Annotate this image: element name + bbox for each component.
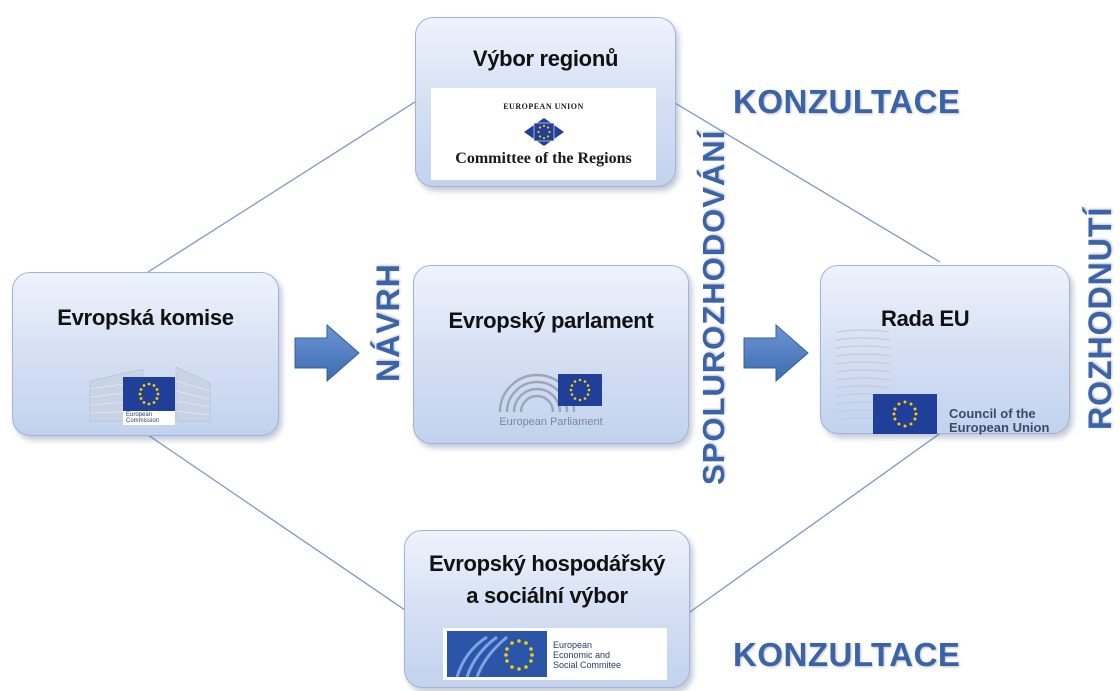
- line-regions-council: [669, 99, 941, 263]
- regions-logo-bottom-text: Committee of the Regions: [455, 150, 632, 167]
- ecosoc-emblem-icon: [447, 631, 547, 677]
- commission-logo-text-1: European: [126, 412, 153, 418]
- navrh-label: NÁVRH: [370, 263, 406, 382]
- ecosoc-box: Evropský hospodářský a sociální výbor Eu…: [404, 530, 690, 688]
- commission-title: Evropská komise: [57, 305, 234, 330]
- parliament-box: Evropský parlament European Parliament: [413, 265, 689, 444]
- rozhodnuti-label: ROZHODNUTÍ: [1082, 206, 1118, 430]
- line-ecosoc-council: [689, 431, 943, 613]
- council-logo-text-2: European Union: [949, 420, 1050, 435]
- eu-flag-icon: [873, 394, 937, 434]
- council-title: Rada EU: [881, 306, 970, 331]
- ecosoc-logo: European Economic and Social Commitee: [443, 628, 667, 680]
- council-building-icon: [835, 329, 891, 421]
- ecosoc-logo-text-1: European: [553, 640, 593, 650]
- parliament-logo-text: European Parliament: [499, 416, 603, 428]
- commission-logo: European Commission: [88, 361, 213, 425]
- eu-flag-icon: [524, 118, 564, 146]
- konzultace-top-label: KONZULTACE: [733, 83, 961, 120]
- ecosoc-title-2: a sociální výbor: [466, 583, 628, 608]
- commission-box: Evropská komise European Commission: [12, 272, 279, 436]
- line-commission-regions: [147, 99, 419, 273]
- arrow-right-icon: [294, 323, 360, 383]
- eu-flag-icon: [558, 374, 602, 406]
- ecosoc-title-1: Evropský hospodářský: [428, 551, 666, 576]
- parliament-title: Evropský parlament: [448, 308, 654, 333]
- regions-logo-top-text: EUROPEAN UNION: [503, 102, 584, 111]
- arrow-right-icon: [743, 323, 809, 383]
- regions-committee-logo: EUROPEAN UNION Committee of the Regions: [431, 88, 656, 180]
- council-box: Rada EU Council of the European Union: [820, 265, 1070, 435]
- spolurozhodovani-label: SPOLUROZHODOVÁNÍ: [696, 129, 731, 485]
- commission-logo-label: European Commission: [123, 411, 175, 425]
- commission-logo-text-2: Commission: [126, 418, 160, 424]
- ecosoc-logo-text-3: Social Commitee: [553, 660, 622, 670]
- ecosoc-logo-text-2: Economic and: [553, 650, 611, 660]
- konzultace-bottom-label: KONZULTACE: [733, 636, 961, 673]
- regions-committee-title: Výbor regionů: [472, 46, 619, 71]
- council-logo-text-1: Council of the: [949, 406, 1036, 421]
- line-commission-ecosoc: [147, 434, 406, 611]
- eu-flag-icon: [123, 377, 175, 411]
- regions-committee-box: Výbor regionů EUROPEAN UNION Committee o…: [415, 17, 676, 187]
